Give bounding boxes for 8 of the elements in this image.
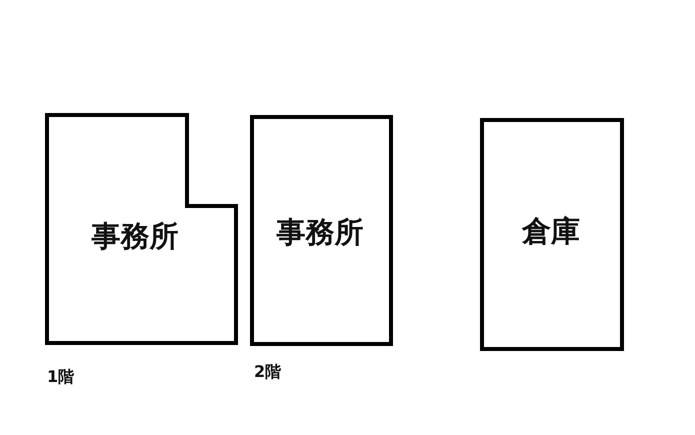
floor-label: 1階 bbox=[47, 367, 74, 388]
floor-label: 2階 bbox=[254, 362, 282, 383]
room-outline bbox=[47, 115, 236, 343]
room-outline bbox=[482, 120, 622, 349]
room-outline bbox=[252, 117, 391, 344]
room-label: 事務所 bbox=[276, 214, 364, 251]
room-label: 事務所 bbox=[92, 218, 178, 255]
room-label: 倉庫 bbox=[522, 213, 580, 250]
